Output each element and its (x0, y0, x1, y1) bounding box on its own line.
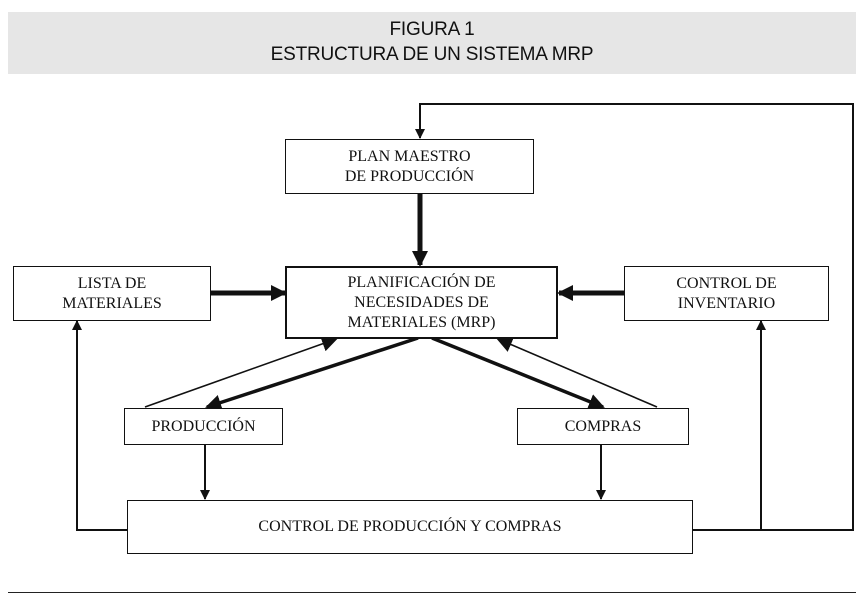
compras-label: COMPRAS (564, 417, 642, 435)
produccion-box: PRODUCCIÓN (124, 408, 283, 445)
lista-materiales-line1: LISTA DE (77, 274, 147, 292)
mrp-line3: MATERIALES (MRP) (347, 313, 496, 331)
arrow-mrp-to-produccion (205, 336, 419, 411)
produccion-label: PRODUCCIÓN (151, 417, 256, 435)
control-produccion-compras-label: CONTROL DE PRODUCCIÓN Y COMPRAS (258, 518, 562, 535)
compras-box: COMPRAS (517, 408, 689, 445)
figure-title-band: FIGURA 1 ESTRUCTURA DE UN SISTEMA MRP (8, 12, 856, 74)
arrow-control-to-plan (415, 103, 854, 531)
arrow-control-to-inventario (692, 320, 766, 531)
arrow-produccion-to-mrp (144, 336, 338, 408)
mrp-box: PLANIFICACIÓN DE NECESIDADES DE MATERIAL… (285, 266, 558, 339)
control-inventario-line2: INVENTARIO (677, 294, 776, 312)
mrp-line1: PLANIFICACIÓN DE (347, 273, 496, 291)
plan-maestro-line2: DE PRODUCCIÓN (344, 167, 475, 185)
figure-label: FIGURA 1 (389, 19, 475, 40)
lista-materiales-box: LISTA DE MATERIALES (13, 266, 211, 321)
mrp-line2: NECESIDADES DE (354, 293, 489, 311)
plan-maestro-box: PLAN MAESTRO DE PRODUCCIÓN (285, 139, 534, 194)
control-inventario-box: CONTROL DE INVENTARIO (624, 266, 829, 321)
arrow-mrp-to-compras (431, 336, 605, 410)
control-produccion-compras-box: CONTROL DE PRODUCCIÓN Y COMPRAS (127, 500, 693, 554)
bottom-rule (8, 592, 856, 593)
arrow-control-to-lista (72, 320, 127, 531)
plan-maestro-line1: PLAN MAESTRO (348, 147, 471, 165)
arrow-compras-to-mrp (496, 337, 658, 408)
control-inventario-line1: CONTROL DE (676, 274, 777, 292)
figure-title: ESTRUCTURA DE UN SISTEMA MRP (270, 44, 594, 65)
lista-materiales-line2: MATERIALES (62, 294, 162, 312)
